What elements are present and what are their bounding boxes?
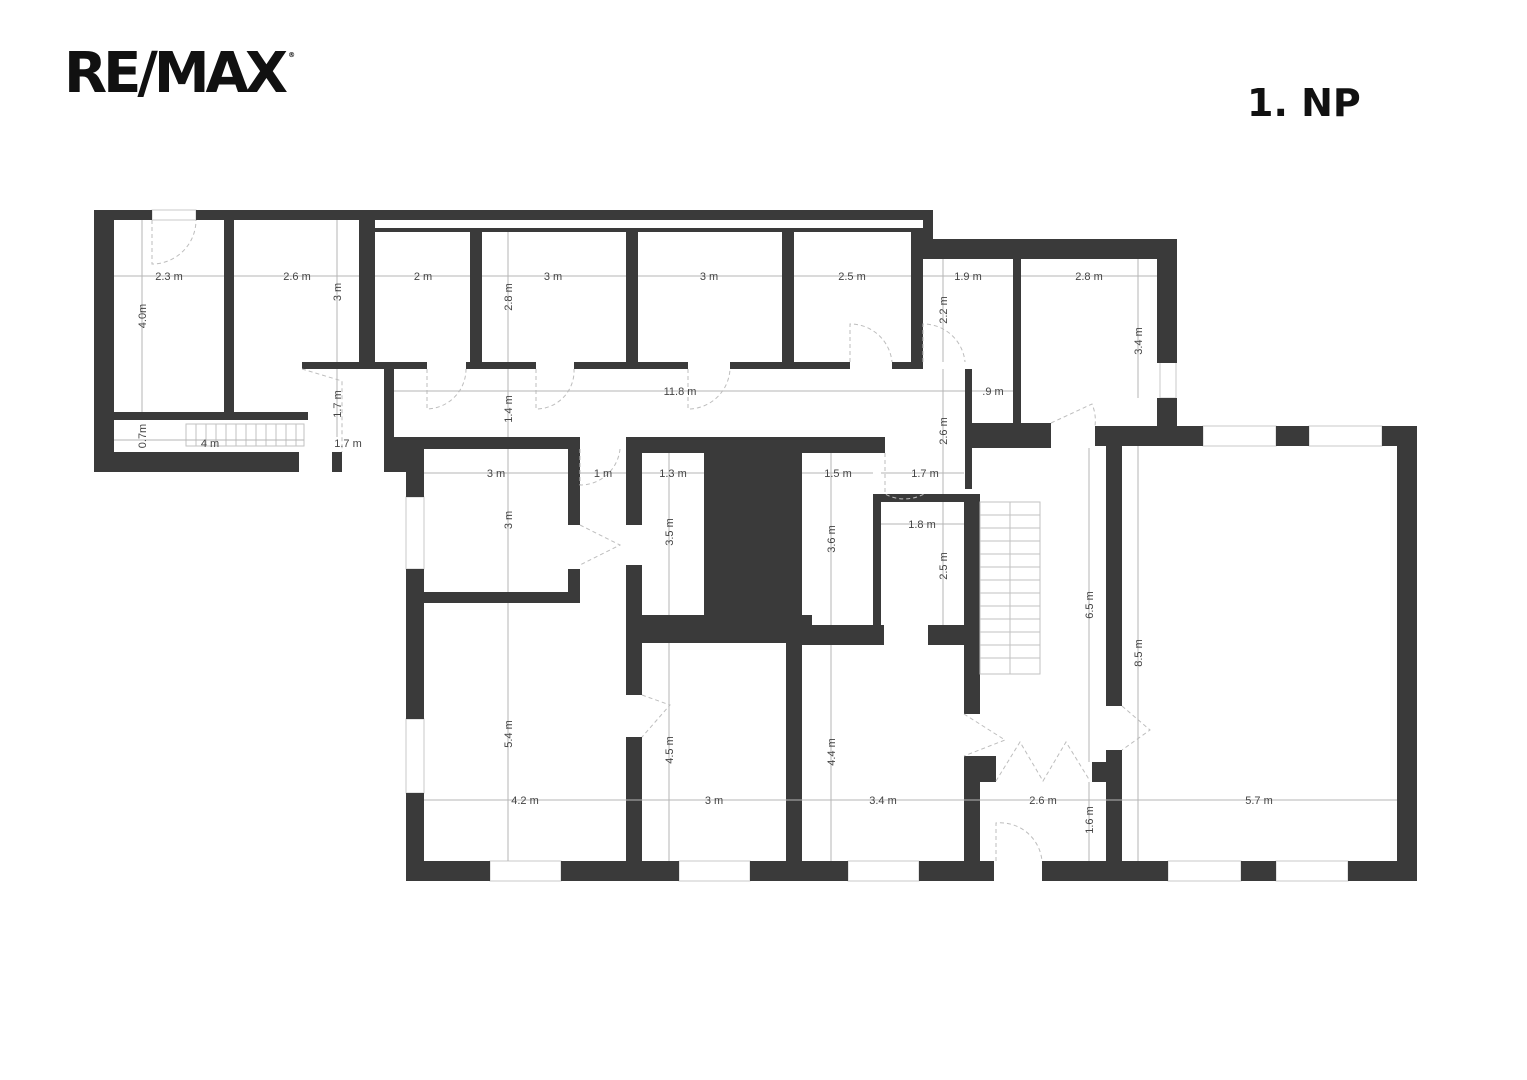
dimension-lines xyxy=(114,220,1397,861)
window xyxy=(151,209,197,221)
dim-label: 2.8 m xyxy=(1075,271,1103,283)
dim-label: 2.8 m xyxy=(503,283,515,311)
dim-label: 3 m xyxy=(332,283,344,301)
window xyxy=(1167,860,1242,882)
dim-label: 5.4 m xyxy=(503,720,515,748)
window xyxy=(1159,361,1177,399)
remax-logo: RE/MAX® xyxy=(64,46,295,102)
doors xyxy=(151,219,1151,862)
dim-label: 2.5 m xyxy=(838,271,866,283)
dim-label: 4.5 m xyxy=(664,736,676,764)
window xyxy=(405,718,425,794)
dim-label: 11.8 m xyxy=(664,386,697,398)
window xyxy=(1202,425,1277,447)
dim-label: 5.7 m xyxy=(1245,795,1273,807)
dim-label: 2.3 m xyxy=(155,271,183,283)
dim-label: 2.6 m xyxy=(283,271,311,283)
dim-label: 3 m xyxy=(487,468,505,480)
window xyxy=(489,860,562,882)
dim-label: 3.5 m xyxy=(664,518,676,546)
dim-label: 4.0m xyxy=(137,304,149,328)
window xyxy=(1275,860,1349,882)
dim-label: 1.8 m xyxy=(908,519,936,531)
dim-label: 8.5 m xyxy=(1133,639,1145,667)
dim-label: 1.5 m xyxy=(824,468,852,480)
dim-label: .9 m xyxy=(982,386,1003,398)
dim-label: 4.2 m xyxy=(511,795,539,807)
dim-label: 2.6 m xyxy=(1029,795,1057,807)
dim-label: 3.4 m xyxy=(1133,327,1145,355)
dim-label: 1.3 m xyxy=(659,468,687,480)
window xyxy=(1308,425,1383,447)
logo-text: RE/MAX xyxy=(64,41,288,106)
dim-label: 3 m xyxy=(503,511,515,529)
dim-label: 1 m xyxy=(594,468,612,480)
dim-label: 0.7m xyxy=(137,424,149,448)
dim-label: 1.9 m xyxy=(954,271,982,283)
dimension-labels: 2.3 m 2.6 m 3 m 2 m 2.8 m 3 m 3 m 2.5 m … xyxy=(137,271,1273,834)
dim-label: 4 m xyxy=(201,438,219,450)
window xyxy=(678,860,751,882)
registered-mark: ® xyxy=(288,51,296,59)
dim-label: 3.6 m xyxy=(826,525,838,553)
dim-label: 3 m xyxy=(700,271,718,283)
dim-label: 1.6 m xyxy=(1084,806,1096,834)
dim-label: 2.6 m xyxy=(938,417,950,445)
walls xyxy=(94,210,1417,881)
staircase xyxy=(185,423,1041,675)
floor-label: 1. NP xyxy=(1247,81,1361,125)
dim-label: 3 m xyxy=(705,795,723,807)
dim-label: 3.4 m xyxy=(869,795,897,807)
dim-label: 1.4 m xyxy=(503,395,515,423)
dim-label: 4.4 m xyxy=(826,738,838,766)
dim-label: 2.5 m xyxy=(938,552,950,580)
window xyxy=(405,496,425,570)
dim-label: 1.7 m xyxy=(332,390,344,418)
dim-label: 1.7 m xyxy=(911,468,939,480)
window xyxy=(847,860,920,882)
dim-label: 2 m xyxy=(414,271,432,283)
dim-label: 6.5 m xyxy=(1084,591,1096,619)
dim-label: 3 m xyxy=(544,271,562,283)
dim-label: 1.7 m xyxy=(334,438,362,450)
dim-label: 2.2 m xyxy=(938,296,950,324)
